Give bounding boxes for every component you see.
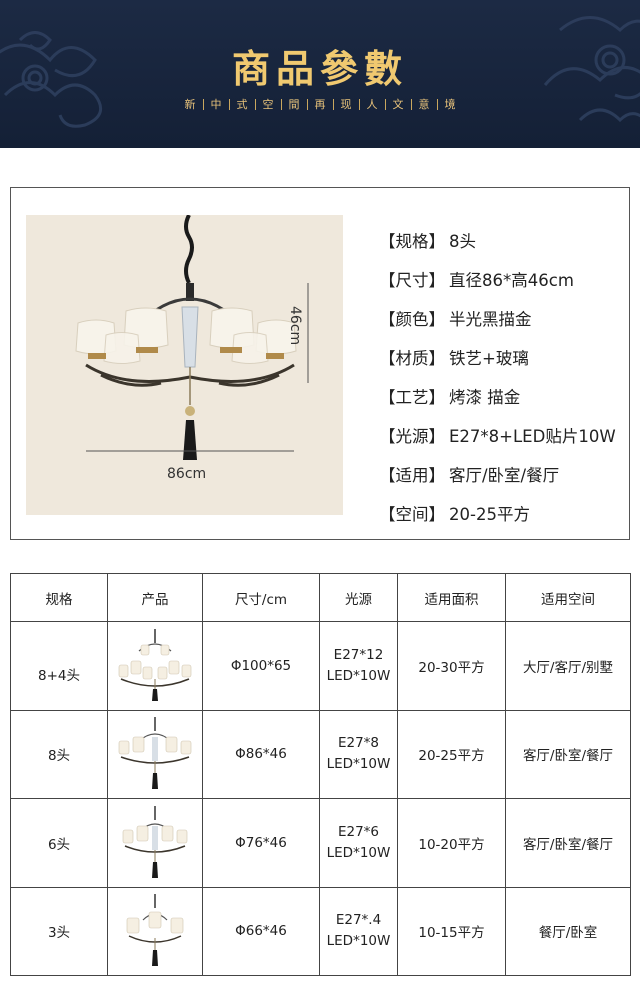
chandelier-3-icon xyxy=(126,894,184,967)
size-cell: 8头 xyxy=(10,709,108,799)
dimension-cell: Φ86*46 xyxy=(202,709,320,799)
page-title: 商品參數 xyxy=(231,46,408,91)
spec-list: 【规格】8头 【尺寸】直径86*高46cm 【颜色】半光黑描金 【材质】铁艺+玻… xyxy=(379,220,629,532)
size-cell: 8+4头 xyxy=(10,621,108,711)
subtitle-char: 新 xyxy=(184,98,196,111)
dimension-cell: Φ66*46 xyxy=(202,886,320,976)
area-cell: 10-15平方 xyxy=(397,886,506,976)
space-cell: 餐厅/卧室 xyxy=(505,886,631,976)
spec-row: 【材质】铁艺+玻璃 xyxy=(379,337,629,376)
area-cell: 10-20平方 xyxy=(397,798,506,888)
spec-key: 【尺寸】 xyxy=(379,270,445,290)
subtitle-char: 中 xyxy=(210,98,222,111)
spec-row: 【工艺】烤漆 描金 xyxy=(379,376,629,415)
table-row: 8+4头 xyxy=(10,621,631,711)
spec-key: 【颜色】 xyxy=(379,309,445,329)
spec-value: 8头 xyxy=(449,231,476,251)
chandelier-8-icon xyxy=(75,214,309,460)
chandelier-8-icon xyxy=(118,717,192,790)
table-header-row: 规格 产品 尺寸/cm 光源 适用面积 适用空间 xyxy=(10,573,631,622)
column-header: 规格 xyxy=(10,573,108,622)
chandelier-two-tier-icon xyxy=(118,628,192,701)
header-banner: 商品參數 新 中 式 空 間 再 现 人 文 意 境 xyxy=(0,0,640,148)
spec-value: 直径86*高46cm xyxy=(449,270,574,290)
spec-value: 半光黑描金 xyxy=(449,309,532,329)
light-source-bulbs: E27*8 xyxy=(337,735,380,752)
spec-value: 烤漆 描金 xyxy=(449,387,521,407)
height-label: 46cm xyxy=(287,306,303,346)
spec-section: 46cm 86cm 【规格】8头 【尺寸】直径86*高46cm 【颜色】半光黑描… xyxy=(10,187,630,540)
dimension-cell: Φ100*65 xyxy=(202,621,320,711)
table-row: 3头 Φ66*46 E2 xyxy=(10,886,631,976)
product-thumb-cell xyxy=(107,621,203,711)
subtitle-char: 式 xyxy=(236,98,248,111)
model-comparison-table: 规格 产品 尺寸/cm 光源 适用面积 适用空间 8+4头 xyxy=(10,573,631,976)
width-label: 86cm xyxy=(167,466,207,482)
subtitle-char: 文 xyxy=(392,98,404,111)
light-source-bulbs: E27*12 xyxy=(333,646,384,663)
subtitle-char: 境 xyxy=(444,98,456,111)
light-source-led: LED*10W xyxy=(326,933,391,950)
product-image xyxy=(26,214,343,515)
spec-row: 【规格】8头 xyxy=(379,220,629,259)
chandelier-6-icon xyxy=(122,805,188,878)
column-header: 产品 xyxy=(107,573,203,622)
spec-row: 【光源】E27*8+LED贴片10W xyxy=(379,415,629,454)
light-source-cell: E27*6 LED*10W xyxy=(319,798,398,888)
column-header: 光源 xyxy=(319,573,398,622)
size-cell: 3头 xyxy=(10,886,108,976)
dimension-cell: Φ76*46 xyxy=(202,798,320,888)
space-cell: 大厅/客厅/别墅 xyxy=(505,621,631,711)
spec-key: 【光源】 xyxy=(379,426,445,446)
light-source-led: LED*10W xyxy=(326,756,391,773)
spec-key: 【适用】 xyxy=(379,465,445,485)
area-cell: 20-25平方 xyxy=(397,709,506,799)
column-header: 适用空间 xyxy=(505,573,631,622)
light-source-cell: E27*12 LED*10W xyxy=(319,621,398,711)
column-header: 适用面积 xyxy=(397,573,506,622)
light-source-cell: E27*8 LED*10W xyxy=(319,709,398,799)
banner-subtitle: 新 中 式 空 間 再 现 人 文 意 境 xyxy=(0,96,640,112)
product-thumb-cell xyxy=(107,886,203,976)
spec-value: 客厅/卧室/餐厅 xyxy=(449,465,560,485)
subtitle-char: 間 xyxy=(288,98,300,111)
light-source-bulbs: E27*.4 xyxy=(335,912,382,929)
spec-key: 【材质】 xyxy=(379,348,445,368)
spec-row: 【尺寸】直径86*高46cm xyxy=(379,259,629,298)
space-cell: 客厅/卧室/餐厅 xyxy=(505,709,631,799)
subtitle-char: 空 xyxy=(262,98,274,111)
spec-key: 【空间】 xyxy=(379,504,445,524)
subtitle-char: 意 xyxy=(418,98,430,111)
spec-row: 【适用】客厅/卧室/餐厅 xyxy=(379,454,629,493)
spec-value: 铁艺+玻璃 xyxy=(449,348,529,368)
product-thumb-cell xyxy=(107,798,203,888)
spec-row: 【颜色】半光黑描金 xyxy=(379,298,629,337)
column-header: 尺寸/cm xyxy=(202,573,320,622)
spec-row: 【空间】20-25平方 xyxy=(379,493,629,532)
spec-value: E27*8+LED贴片10W xyxy=(449,426,616,446)
area-cell: 20-30平方 xyxy=(397,621,506,711)
product-thumb-cell xyxy=(107,709,203,799)
subtitle-char: 再 xyxy=(314,98,326,111)
size-cell: 6头 xyxy=(10,798,108,888)
light-source-led: LED*10W xyxy=(326,844,391,861)
light-source-bulbs: E27*6 xyxy=(337,823,380,840)
spec-value: 20-25平方 xyxy=(449,504,530,524)
light-source-cell: E27*.4 LED*10W xyxy=(319,886,398,976)
subtitle-char: 人 xyxy=(366,98,378,111)
table-row: 6头 Φ76*46 xyxy=(10,798,631,888)
space-cell: 客厅/卧室/餐厅 xyxy=(505,798,631,888)
table-row: 8头 Φ86*46 xyxy=(10,709,631,799)
subtitle-char: 现 xyxy=(340,98,352,111)
cloud-pattern-icon xyxy=(0,16,640,128)
spec-key: 【规格】 xyxy=(379,231,445,251)
light-source-led: LED*10W xyxy=(326,667,391,684)
spec-key: 【工艺】 xyxy=(379,387,445,407)
